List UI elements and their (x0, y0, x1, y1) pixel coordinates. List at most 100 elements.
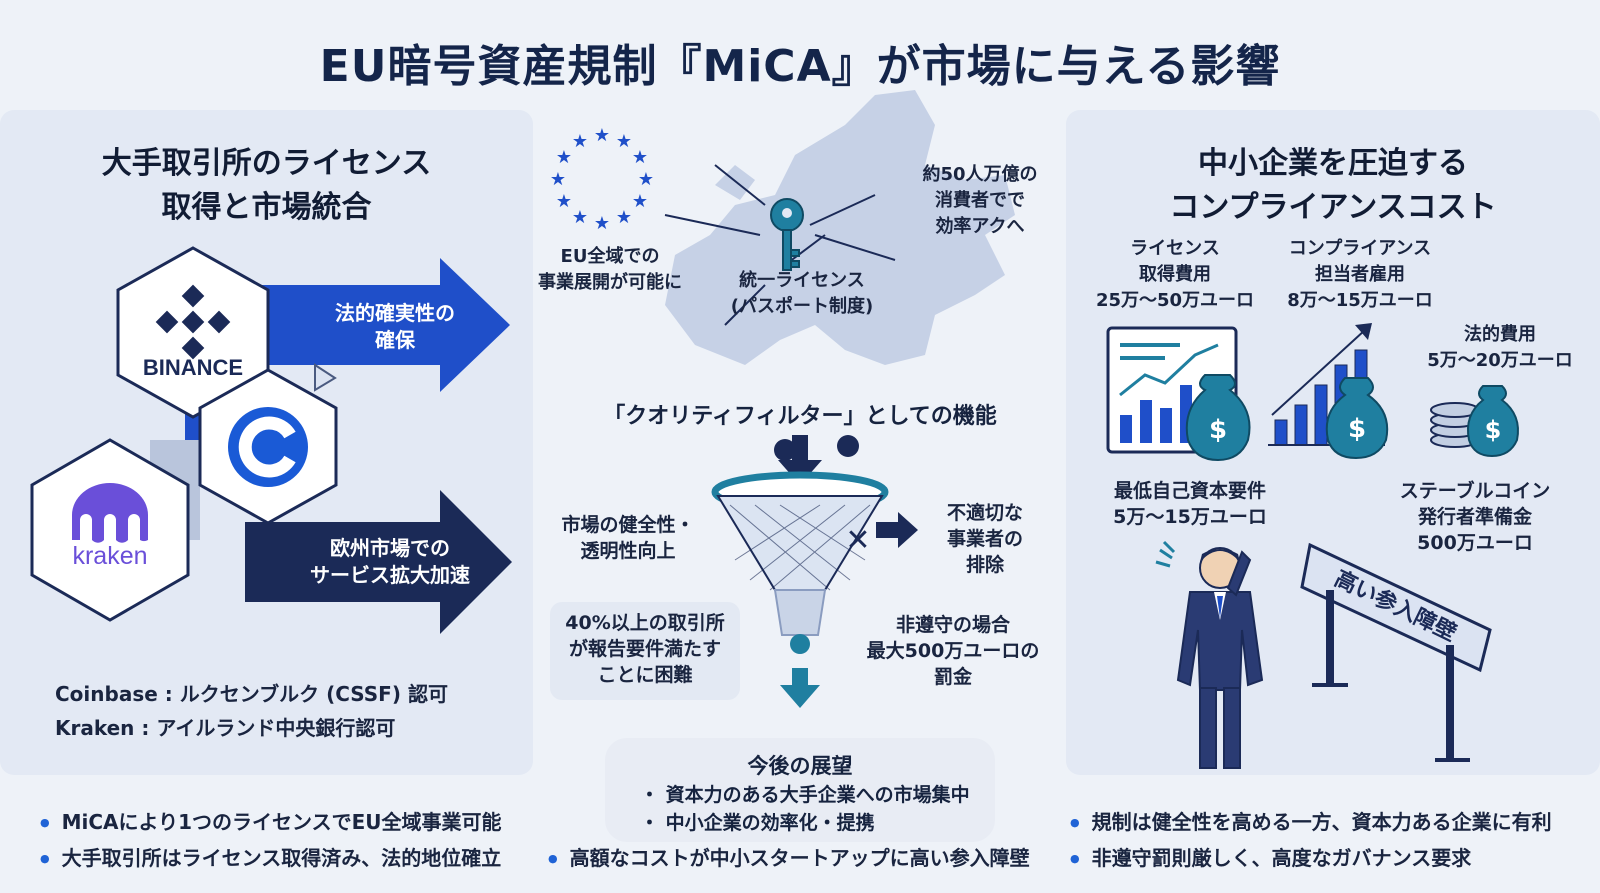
barrier-board (1300, 542, 1492, 673)
svg-text:★: ★ (572, 131, 588, 152)
left-title-line1: 大手取引所のライセンス (101, 146, 432, 181)
consumers-line2: 消費者でで (935, 190, 1025, 211)
svg-text:★: ★ (632, 191, 648, 212)
bullet-left-2: 大手取引所はライセンス取得済み、法的地位確立 (40, 842, 502, 871)
report-line2: が報告要件満たす (568, 638, 721, 660)
svg-text:★: ★ (572, 207, 588, 228)
eu-wide-line1: EU全域での (560, 246, 660, 267)
exclusion-label: 不適切な 事業者の 排除 (925, 500, 1045, 578)
money-bag-icon: $ (1325, 377, 1389, 460)
output-dot (790, 634, 810, 654)
entry-barrier-hurdle: 高い参入障壁 (1300, 542, 1492, 762)
money-bag-icon: $ (1467, 385, 1519, 458)
eu-flag-icon: ★ ★ ★ ★ ★ ★ ★ ★ ★ ★ ★ ★ (550, 125, 654, 234)
svg-text:★: ★ (594, 125, 610, 146)
arrow2-line2: サービス拡大加速 (310, 563, 470, 587)
right-arrow-icon (876, 512, 918, 548)
down-arrow-icon (780, 668, 820, 708)
funnel-spout (773, 589, 827, 636)
cost1-line2: 取得費用 (1139, 264, 1211, 285)
market-expansion-label: 欧州市場での サービス拡大加速 (295, 535, 485, 589)
money-bag-icon: $ (1185, 374, 1251, 462)
exclude-line2: 事業者の (946, 528, 1023, 550)
market-health-label: 市場の健全性・ 透明性向上 (548, 512, 708, 564)
bullet-left-1: MiCAにより1つのライセンスでEU全域事業可能 (40, 806, 502, 835)
svg-text:★: ★ (550, 169, 566, 190)
stable-line3: 500万ユーロ (1417, 532, 1533, 554)
arrow1-line1: 法的確実性の (335, 301, 455, 325)
license-notes: Coinbase : ルクセンブルク (CSSF) 認可 Kraken : アイ… (55, 677, 525, 745)
eu-wide-label: EU全域での 事業展開が可能に (520, 244, 700, 296)
cost1-line3: 25万〜50万ユーロ (1095, 290, 1255, 311)
legal-certainty-arrow (250, 258, 510, 392)
bullet-right-2: 非遵守罰則厳しく、高度なガバナンス要求 (1070, 842, 1472, 871)
coin-stack-icon (1430, 402, 1480, 448)
reporting-difficulty-box: 40%以上の取引所 が報告要件満たす ことに困難 (550, 602, 740, 700)
penalty-line1: 非遵守の場合 (895, 614, 1010, 636)
cost2-line2: 担当者雇用 (1315, 264, 1405, 285)
arrow2-line1: 欧州市場での (330, 536, 450, 560)
penalty-line2: 最大500万ユーロの (866, 640, 1040, 662)
quality-filter-funnel: ✕ (711, 435, 918, 708)
capital-line2: 5万〜15万ユーロ (1113, 506, 1267, 528)
svg-text:★: ★ (556, 191, 572, 212)
health-line2: 透明性向上 (580, 540, 676, 562)
consumers-label: 約50人万億の 消費者でで 効率アクへ (905, 162, 1055, 240)
quality-filter-title: 「クオリティフィルター」としての機能 (603, 404, 997, 429)
svg-text:$: $ (1348, 414, 1366, 444)
exclude-line1: 不適切な (946, 502, 1023, 524)
svg-text:★: ★ (556, 147, 572, 168)
kraken-hexagon (30, 438, 190, 622)
consumers-line3: 効率アクへ (935, 216, 1025, 237)
passport-license-label: 統一ライセンス (パスポート制度) (712, 268, 892, 320)
report-line1: 40%以上の取引所 (565, 612, 725, 634)
svg-text:★: ★ (638, 169, 654, 190)
small-triangle (314, 363, 337, 392)
capital-requirement-label: 最低自己資本要件 5万〜15万ユーロ (1090, 478, 1290, 530)
svg-text:★: ★ (632, 147, 648, 168)
arrow1-line2: 確保 (375, 328, 415, 352)
penalty-label: 非遵守の場合 最大500万ユーロの 罰金 (858, 612, 1048, 690)
svg-text:★: ★ (616, 131, 632, 152)
outlook-title: 今後の展望 (747, 754, 853, 778)
market-expansion-arrow (245, 490, 512, 634)
bullet-center-1: 高額なコストが中小スタートアップに高い参入障壁 (548, 842, 1030, 871)
svg-text:$: $ (1209, 415, 1227, 445)
outlook-box (605, 738, 995, 842)
stable-line2: 発行者準備金 (1417, 506, 1532, 528)
cost3-line2: 5万〜20万ユーロ (1427, 350, 1573, 371)
health-line1: 市場の健全性・ (561, 514, 695, 536)
stable-line1: ステーブルコイン (1399, 480, 1551, 502)
legal-certainty-label: 法的確実性の 確保 (315, 300, 475, 354)
outlook-item-1: ・ 資本力のある大手企業への市場集中 (640, 784, 970, 806)
input-dot (774, 439, 796, 461)
reject-x-icon: ✕ (845, 523, 870, 558)
eu-wide-line2: 事業展開が可能に (538, 272, 682, 293)
exclude-line3: 排除 (965, 554, 1004, 576)
input-dot (837, 435, 859, 457)
license-line2: (パスポート制度) (730, 296, 874, 317)
left-title-line2: 取得と市場統合 (161, 190, 372, 225)
left-panel-title: 大手取引所のライセンス 取得と市場統合 (0, 142, 533, 230)
legal-cost-label: 法的費用 5万〜20万ユーロ (1420, 322, 1580, 374)
cost3-line1: 法的費用 (1464, 324, 1536, 345)
legs (1199, 687, 1217, 769)
consumers-line1: 約50人万億の (922, 164, 1038, 185)
penalty-line3: 罰金 (933, 666, 972, 688)
key-hole (782, 208, 792, 218)
right-title-line1: 中小企業を圧迫する (1198, 146, 1468, 181)
capital-line1: 最低自己資本要件 (1113, 480, 1266, 502)
binance-wordmark: BINANCE (143, 355, 243, 380)
europe-map-shape (715, 165, 755, 200)
europe-map-graphic: ★ ★ ★ ★ ★ ★ ★ ★ ★ ★ ★ ★ (550, 90, 1015, 365)
coinbase-c-shape (238, 416, 296, 478)
kraken-wordmark: kraken (72, 542, 147, 570)
cost2-line3: 8万〜15万ユーロ (1287, 290, 1433, 311)
exchange-hexagon-graphic: BINANCE kraken (30, 246, 512, 634)
svg-text:$: $ (1485, 416, 1502, 444)
report-line3: ことに困難 (597, 664, 693, 686)
right-panel-title: 中小企業を圧迫する コンプライアンスコスト (1066, 142, 1600, 230)
cost2-line1: コンプライアンス (1288, 238, 1432, 259)
kraken-note: Kraken : アイルランド中央銀行認可 (55, 716, 396, 740)
right-title-line2: コンプライアンスコスト (1169, 190, 1497, 225)
